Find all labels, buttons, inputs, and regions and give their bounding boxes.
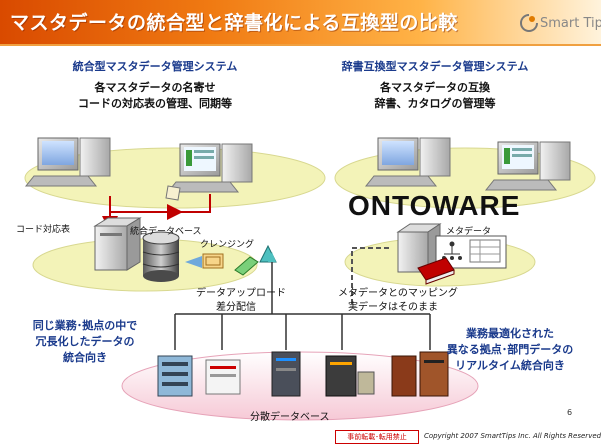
- title-divider: [0, 44, 601, 46]
- distributed-server-5: [391, 351, 449, 397]
- dictionary-book-icon: [417, 257, 455, 285]
- document-icon: [165, 185, 181, 201]
- logo-text: Smart Tips: [540, 16, 601, 31]
- distributed-db-label: 分散データベース: [250, 412, 330, 423]
- right-note-line2: 異なる拠点･部門データの: [446, 343, 574, 356]
- upload-label-line2: 差分配信: [216, 302, 256, 313]
- right-computer-2: [484, 141, 571, 191]
- left-computer-2: [166, 143, 253, 193]
- left-note-line2: 冗長化したデータの: [35, 335, 135, 348]
- distributed-server-4: [325, 355, 375, 397]
- left-computer-1: [24, 137, 111, 187]
- sync-arrow-right: [175, 194, 211, 213]
- upload-label-line1: データアップロード: [196, 288, 286, 299]
- mapping-label-line2: 実データはそのまま: [348, 302, 438, 313]
- smarttips-logo: Smart Tips: [520, 13, 601, 35]
- left-desc-line1: 各マスタデータの名寄せ: [94, 81, 216, 94]
- right-section-title: 辞書互換型マスタデータ管理システム: [341, 60, 529, 73]
- right-desc-line2: 辞書、カタログの管理等: [374, 97, 496, 110]
- left-section-title: 統合型マスタデータ管理システム: [72, 60, 238, 73]
- integrated-db-label: 統合データベース: [130, 227, 202, 237]
- right-note-line3: リアルタイム統合向き: [455, 359, 565, 372]
- no-reprint-badge: 事前転載･転用禁止: [335, 430, 419, 444]
- left-desc-line2: コードの対応表の管理、同期等: [78, 97, 232, 110]
- code-table-label: コード対応表: [16, 225, 71, 235]
- distributed-server-1: [157, 355, 193, 397]
- right-note-line1: 業務最適化された: [466, 327, 554, 340]
- slide-title: マスタデータの統合型と辞書化による互換型の比較: [10, 12, 458, 34]
- title-bar: マスタデータの統合型と辞書化による互換型の比較 Smart Tips: [0, 0, 601, 44]
- distributed-server-3: [271, 351, 301, 397]
- mapping-label-line1: メタデータとのマッピング: [338, 288, 458, 299]
- left-note-line1: 同じ業務･拠点の中で: [32, 319, 138, 332]
- copyright-text: Copyright 2007 SmartTips Inc. All Rights…: [424, 432, 601, 440]
- distributed-server-2: [205, 359, 241, 395]
- comparison-diagram: [24, 137, 596, 421]
- cleansing-label: クレンジング: [200, 240, 255, 250]
- left-server-icon: [93, 217, 142, 271]
- metadata-label: メタデータ: [446, 227, 492, 237]
- right-server-icon: [396, 223, 442, 273]
- integrated-db-icon: [142, 231, 180, 282]
- ontoware-logo: ONTOWARE: [348, 190, 521, 221]
- right-computer-1: [364, 137, 451, 187]
- right-desc-line1: 各マスタデータの互換: [380, 81, 490, 94]
- page-number: 6: [567, 408, 573, 417]
- left-note-line3: 統合向き: [63, 351, 107, 364]
- mapping-dashed-line: [351, 247, 392, 304]
- logo-mark-icon: [520, 14, 538, 32]
